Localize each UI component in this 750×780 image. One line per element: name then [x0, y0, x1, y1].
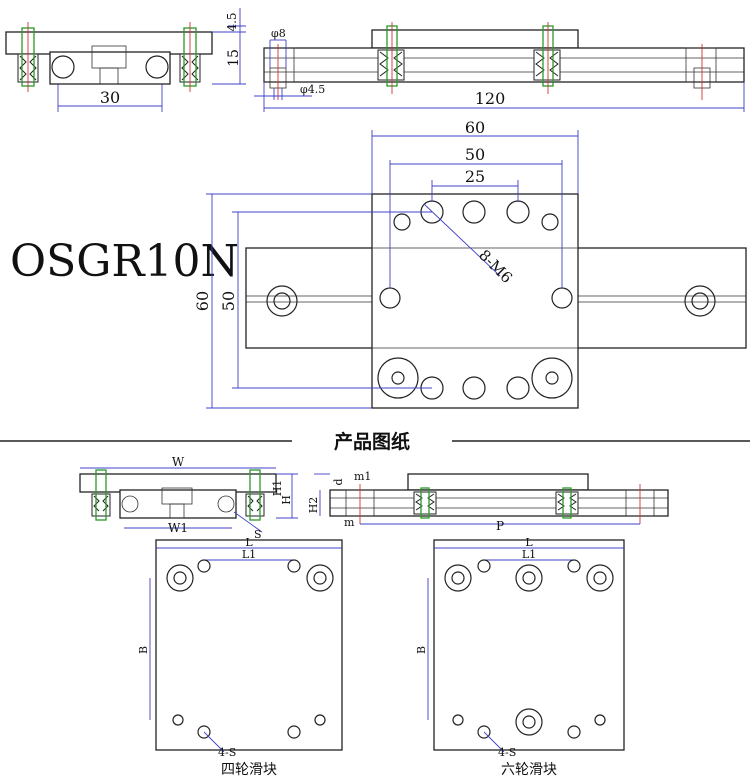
side-wheel-right — [533, 49, 561, 81]
model-name: OSGR10N — [10, 236, 239, 287]
hole-label-leader — [423, 203, 501, 277]
wheel-boss-right — [531, 357, 573, 399]
six-label-L1: L1 — [522, 548, 536, 561]
label-m1: m1 — [354, 470, 371, 483]
carriage-plate — [5, 31, 213, 55]
generic-side-wheel-left — [413, 491, 437, 515]
rail-bolt-slot-lower — [99, 67, 119, 85]
six-label-4S: 4-S — [498, 746, 516, 759]
label-W1: W1 — [168, 521, 188, 535]
generic-side-wheel-right — [555, 491, 579, 515]
four-label-L: L — [245, 536, 253, 549]
section-title: 产品图纸 — [334, 430, 410, 453]
rail-hole-right-inner — [691, 292, 709, 310]
side-wheel-left — [377, 49, 405, 81]
dim-50-left: 50 — [219, 291, 238, 311]
wheel-boss-left — [377, 357, 419, 399]
label-H2: H2 — [307, 497, 320, 514]
generic-plate — [79, 473, 277, 493]
rail-hole-right-outer — [684, 285, 716, 317]
end-view-top: 30 4.5 15 — [5, 8, 246, 112]
side-view-top: φ8 φ4.5 120 — [254, 22, 745, 112]
six-wheel-caption: 六轮滑块 — [501, 761, 557, 778]
four-label-4S: 4-S — [218, 746, 236, 759]
dim-30: 30 — [100, 88, 120, 107]
generic-end-view: W W1 H H1 S — [79, 455, 298, 541]
six-wheel-carriage: L L1 B 4-S 六轮滑块 — [415, 536, 625, 778]
four-wheel-carriage: L L1 B 4-S 四轮滑块 — [137, 536, 343, 778]
generic-wheel-right — [245, 493, 265, 517]
dim-15: 15 — [226, 49, 242, 67]
label-m: m — [344, 516, 355, 529]
rail-rod-left — [51, 55, 75, 79]
six-label-L: L — [525, 536, 533, 549]
label-S: S — [254, 528, 262, 541]
four-wheel-plate — [155, 539, 343, 751]
dim-120: 120 — [475, 89, 506, 108]
label-W: W — [172, 455, 185, 469]
dim-25: 25 — [465, 167, 485, 186]
generic-side-rail — [329, 489, 669, 517]
generic-wheel-left — [91, 493, 111, 517]
dim-phi4-5: φ4.5 — [300, 83, 325, 96]
dim-50-top: 50 — [465, 145, 485, 164]
four-label-L1: L1 — [242, 548, 256, 561]
dim-4-5: 4.5 — [225, 12, 239, 31]
generic-side-view: H2 d m1 m P — [307, 470, 669, 533]
rail-hole-left-inner — [273, 292, 291, 310]
side-rail-body — [263, 47, 745, 83]
dim-phi8: φ8 — [271, 27, 286, 40]
six-wheel-plate — [433, 539, 625, 751]
rail-rod-right — [145, 55, 169, 79]
section-divider: 产品图纸 — [0, 430, 750, 453]
dim-60-left: 60 — [193, 291, 212, 311]
label-H: H — [280, 495, 293, 505]
label-P: P — [496, 519, 504, 533]
plan-carriage — [371, 193, 579, 409]
four-label-B: B — [137, 646, 150, 654]
generic-side-plate — [407, 473, 589, 491]
four-wheel-caption: 四轮滑块 — [221, 761, 277, 778]
label-H1: H1 — [271, 480, 284, 497]
side-carriage-plate — [371, 29, 579, 49]
plan-view: 60 50 25 60 50 8-M6 — [193, 118, 747, 409]
rail-hole-left-outer — [266, 285, 298, 317]
label-d: d — [332, 478, 345, 485]
dim-60-top: 60 — [465, 118, 485, 137]
six-label-B: B — [415, 646, 428, 654]
